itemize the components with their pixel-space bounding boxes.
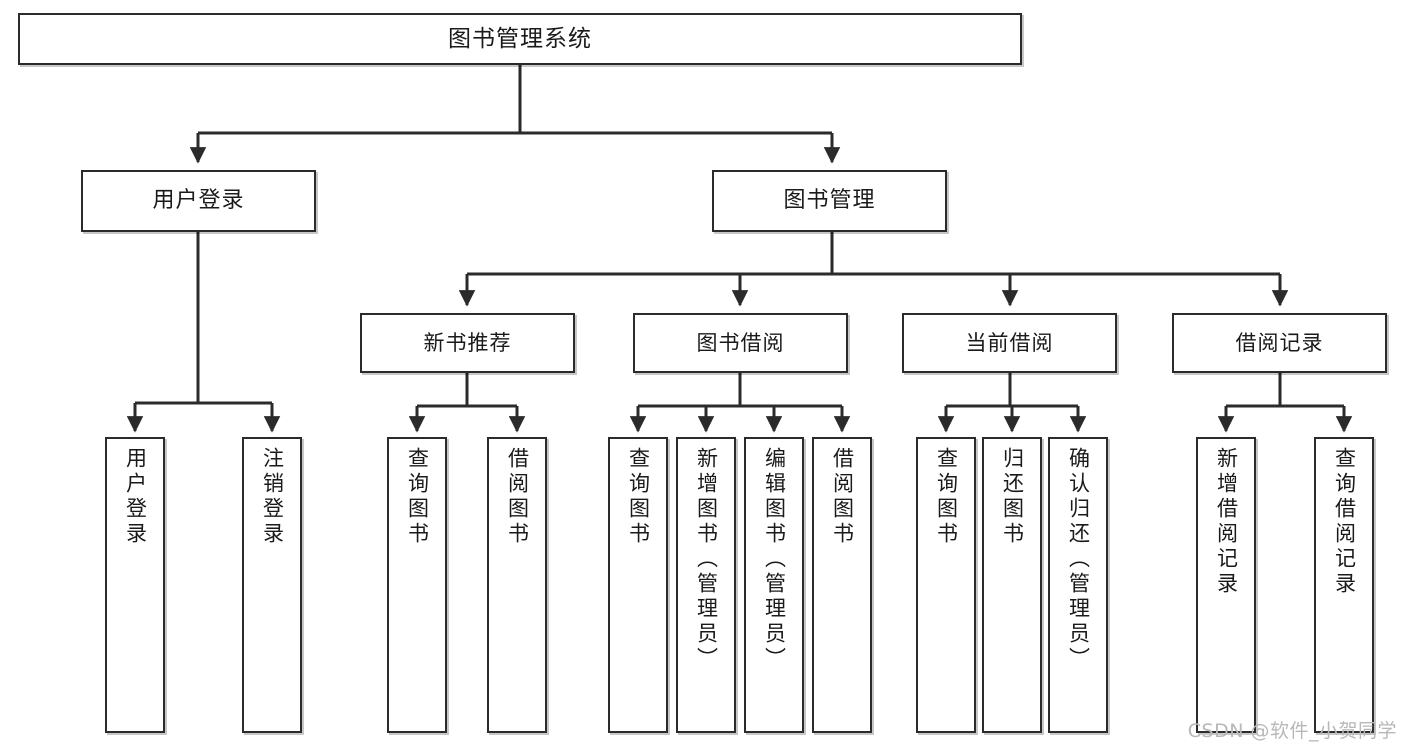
node-label: 用户登录 <box>123 447 148 547</box>
leaf-book-borrow-edit-book-admin[interactable]: 编辑图书（管理员） <box>744 437 804 733</box>
node-label: 查询图书 <box>934 447 959 547</box>
watermark: CSDN @软件_小贺同学 <box>1187 720 1397 742</box>
leaf-user-login-login[interactable]: 用户登录 <box>105 437 165 733</box>
node-label: 确认归还（管理员） <box>1066 447 1091 672</box>
node-label: 当前借阅 <box>965 330 1054 355</box>
leaf-borrow-record-add-record[interactable]: 新增借阅记录 <box>1196 437 1256 733</box>
leaf-book-borrow-add-book-admin[interactable]: 新增图书（管理员） <box>676 437 736 733</box>
node-label: 注销登录 <box>260 447 285 547</box>
node-label: 新增图书（管理员） <box>694 447 719 672</box>
node-borrow-record[interactable]: 借阅记录 <box>1172 313 1387 373</box>
leaf-user-login-logout[interactable]: 注销登录 <box>242 437 302 733</box>
node-label: 查询图书 <box>405 447 430 547</box>
node-label: 用户登录 <box>152 188 245 214</box>
node-label: 图书管理系统 <box>448 25 592 52</box>
node-label: 图书借阅 <box>696 330 785 355</box>
node-label: 借阅记录 <box>1235 330 1324 355</box>
leaf-new-book-borrow-book[interactable]: 借阅图书 <box>487 437 547 733</box>
leaf-current-borrow-query-book[interactable]: 查询图书 <box>916 437 976 733</box>
node-root-book-management-system[interactable]: 图书管理系统 <box>18 13 1022 65</box>
node-label: 编辑图书（管理员） <box>762 447 787 672</box>
node-label: 新书推荐 <box>423 330 512 355</box>
node-user-login[interactable]: 用户登录 <box>81 170 316 232</box>
leaf-current-borrow-confirm-return-admin[interactable]: 确认归还（管理员） <box>1048 437 1108 733</box>
node-book-borrow[interactable]: 图书借阅 <box>633 313 848 373</box>
node-label: 查询图书 <box>626 447 651 547</box>
node-label: 新增借阅记录 <box>1214 447 1239 597</box>
node-label: 借阅图书 <box>830 447 855 547</box>
node-label: 查询借阅记录 <box>1332 447 1357 597</box>
leaf-new-book-query-book[interactable]: 查询图书 <box>387 437 447 733</box>
node-current-borrow[interactable]: 当前借阅 <box>902 313 1117 373</box>
leaf-borrow-record-query-record[interactable]: 查询借阅记录 <box>1314 437 1374 733</box>
leaf-book-borrow-borrow-book[interactable]: 借阅图书 <box>812 437 872 733</box>
leaf-current-borrow-return-book[interactable]: 归还图书 <box>982 437 1042 733</box>
node-label: 借阅图书 <box>505 447 530 547</box>
node-new-book-recommend[interactable]: 新书推荐 <box>360 313 575 373</box>
node-label: 图书管理 <box>783 188 876 214</box>
leaf-book-borrow-query-book[interactable]: 查询图书 <box>608 437 668 733</box>
node-book-management[interactable]: 图书管理 <box>712 170 947 232</box>
node-label: 归还图书 <box>1000 447 1025 547</box>
